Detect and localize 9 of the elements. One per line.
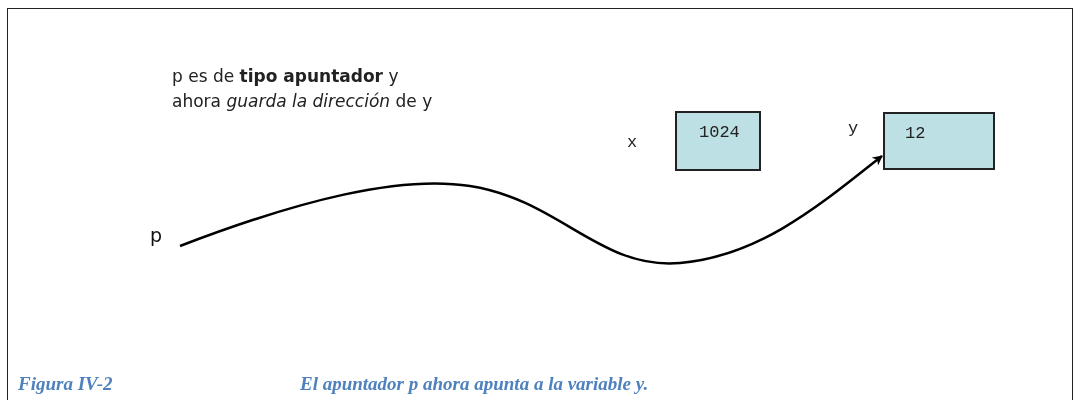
variable-name: p (150, 224, 163, 246)
note-text: p es de tipo apuntador y ahora guarda la dirección de y (172, 65, 434, 113)
memory-cell: 1024 (675, 111, 761, 171)
variable-name: y (848, 119, 859, 138)
memory-cell: 12 (883, 112, 995, 170)
figure-caption: El apuntador p ahora apunta a la variable y. (300, 373, 649, 395)
arrow (179, 155, 883, 265)
figure-number: Figura IV-2 (18, 373, 113, 395)
variable-name: x (627, 133, 638, 152)
